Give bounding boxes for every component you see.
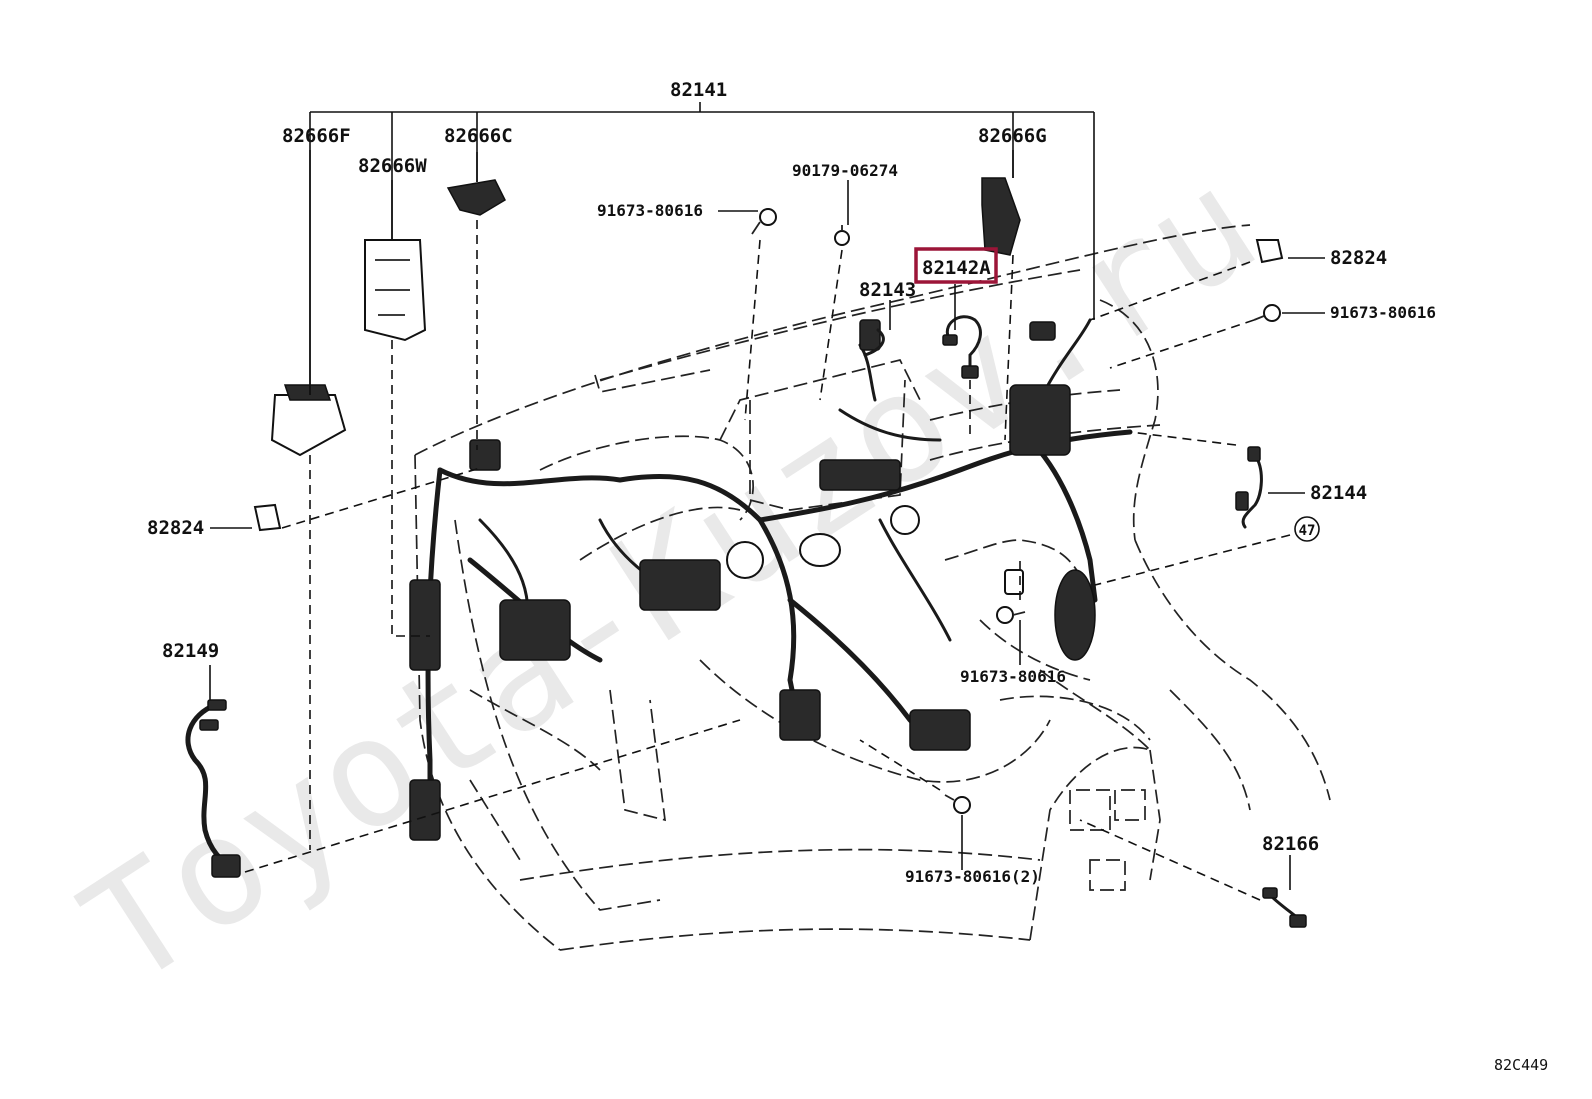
component-82666W-bracket bbox=[364, 239, 427, 342]
label-90179-06274: 90179-06274 bbox=[792, 161, 898, 180]
label-91673-80616-right: 91673-80616 bbox=[1330, 303, 1436, 322]
callout-47: 47 bbox=[1294, 516, 1320, 542]
label-82141: 82141 bbox=[670, 79, 727, 101]
component-82144-harness bbox=[1235, 446, 1263, 529]
label-82824-left: 82824 bbox=[147, 517, 204, 539]
label-91673-80616-2: 91673-80616(2) bbox=[905, 867, 1040, 886]
bolt-icon bbox=[944, 794, 971, 814]
bolt-icons bbox=[751, 208, 1281, 814]
component-82149-harness bbox=[185, 699, 241, 878]
label-82666W: 82666W bbox=[358, 155, 427, 177]
label-82143: 82143 bbox=[859, 279, 916, 301]
component-82666G-bracket bbox=[981, 177, 1021, 256]
label-91673-80616-mid: 91673-80616 bbox=[960, 667, 1066, 686]
dashboard-outline bbox=[414, 224, 1331, 951]
diagram-code: 82C449 bbox=[1494, 1056, 1548, 1074]
callout-47-text: 47 bbox=[1299, 523, 1316, 539]
component-82166-harness bbox=[1262, 887, 1307, 928]
label-91673-80616-top: 91673-80616 bbox=[597, 201, 703, 220]
label-82666G: 82666G bbox=[978, 125, 1047, 147]
component-82824-right-clip bbox=[1255, 239, 1284, 264]
label-82144: 82144 bbox=[1310, 482, 1367, 504]
bolt-icon bbox=[751, 208, 777, 235]
nut-icon bbox=[834, 225, 850, 246]
component-82143-harness bbox=[863, 328, 885, 357]
component-82666F-clamp bbox=[270, 384, 347, 457]
label-82142A[interactable]: 82142A bbox=[922, 257, 991, 279]
label-82166: 82166 bbox=[1262, 833, 1319, 855]
instrument-panel-harness bbox=[409, 318, 1133, 841]
leader-lines bbox=[209, 102, 1325, 890]
component-82666C-clip bbox=[446, 179, 506, 216]
component-82142A-harness bbox=[942, 315, 982, 379]
bolt-icon bbox=[1253, 304, 1281, 322]
bolt-icon bbox=[996, 606, 1026, 624]
location-dashed-lines bbox=[244, 220, 1291, 901]
label-82149: 82149 bbox=[162, 640, 219, 662]
part-labels: 82141 82666F 82666W 82666C 82666G 90179-… bbox=[147, 79, 1548, 1074]
label-82666C: 82666C bbox=[444, 125, 513, 147]
label-82824-right: 82824 bbox=[1330, 247, 1387, 269]
component-82824-left-clip bbox=[253, 503, 282, 532]
label-82666F: 82666F bbox=[282, 125, 351, 147]
highlight-box bbox=[914, 247, 998, 284]
